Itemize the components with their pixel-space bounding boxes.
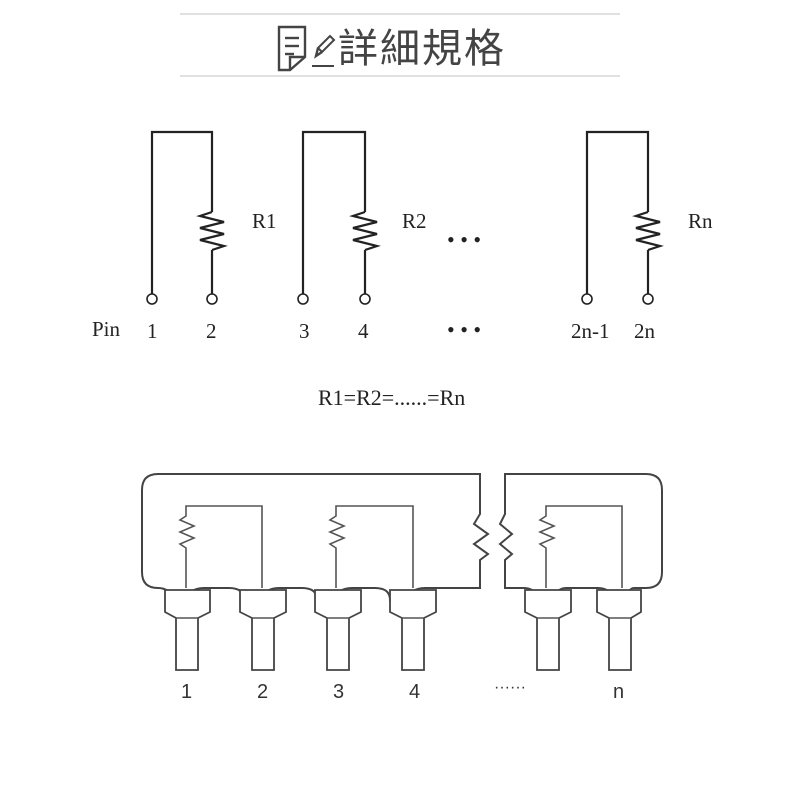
pin-prefix-label: Pin	[92, 317, 121, 341]
pin-terminal	[146, 293, 158, 305]
pin-label: 1	[147, 319, 158, 343]
equation-text: R1=R2=......=Rn	[318, 385, 465, 410]
document-edit-icon	[277, 25, 336, 72]
package-body-right	[498, 473, 663, 601]
resistor-schematic: R1 R2 • • • Rn Pin 1 2 3 4 • • • 2n-1	[92, 130, 713, 410]
package-lead	[389, 589, 437, 671]
pin-terminal	[581, 293, 593, 305]
internal-resistor	[537, 505, 623, 588]
header: 詳細規格	[180, 13, 620, 77]
pin-label: 2	[206, 319, 217, 343]
pin-terminal	[206, 293, 218, 305]
pin-terminal	[359, 293, 371, 305]
package-lead	[524, 589, 572, 671]
pin-terminal	[297, 293, 309, 305]
package-lead	[314, 589, 362, 671]
lead-label: 4	[409, 681, 420, 703]
lead-label: n	[613, 681, 624, 703]
package-body-left	[141, 473, 490, 601]
resistor-r2: R2	[297, 130, 427, 305]
package-lead	[239, 589, 287, 671]
internal-resistor	[327, 505, 414, 588]
pin-label: 2n	[634, 319, 656, 343]
pin-terminal	[642, 293, 654, 305]
lead-ellipsis: ······	[494, 679, 526, 696]
ellipsis-pins: • • •	[447, 317, 481, 342]
lead-label: 2	[257, 681, 268, 703]
package-lead	[164, 589, 211, 671]
pin-label: 2n-1	[571, 319, 610, 343]
resistor-r1: R1	[146, 130, 277, 305]
ellipsis-resistors: • • •	[447, 227, 481, 252]
pin-label: 3	[299, 319, 310, 343]
sip-package: 1 2 3 4 ······ n	[141, 473, 663, 703]
internal-resistor	[177, 505, 263, 588]
resistor-label: R2	[402, 209, 427, 233]
resistor-label: Rn	[688, 209, 713, 233]
pin-label: 4	[358, 319, 369, 343]
package-lead	[596, 589, 642, 671]
lead-label: 3	[333, 681, 344, 703]
lead-label: 1	[181, 681, 192, 703]
page-title: 詳細規格	[338, 26, 506, 72]
resistor-label: R1	[252, 209, 277, 233]
resistor-rn: Rn	[581, 130, 713, 305]
